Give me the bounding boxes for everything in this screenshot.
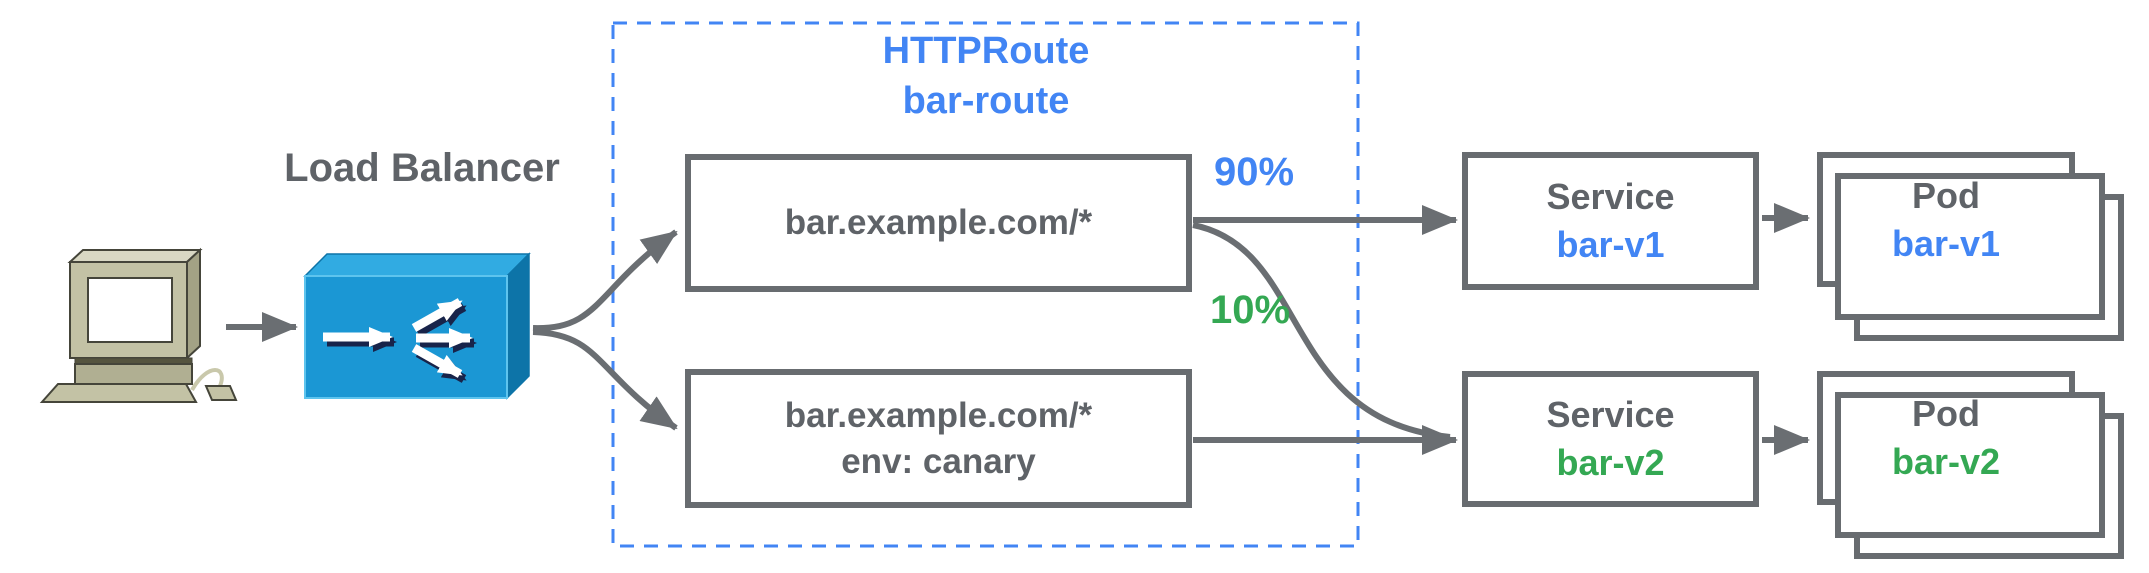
pod-1-name: bar-v1 [1891,222,2001,264]
pod-1-kind: Pod [1912,174,1980,216]
pod-bar-v1-stack: Pod bar-v1 [1817,152,2124,341]
service-1-kind: Service [1546,176,1675,217]
service-bar-v1-box: Service bar-v1 [1462,152,1759,290]
rule-2-header-match: env: canary [841,441,1036,481]
httproute-name: bar-route [902,80,1070,122]
service-1-name: bar-v1 [1556,224,1665,265]
pod-2-name: bar-v2 [1891,441,2001,482]
load-balancer-label: Load Balancer [284,146,560,190]
curve-rule1-to-service-v2-10pct [1192,222,1451,440]
rule-2-match: bar.example.com/* [784,395,1093,435]
arrow-loadbalancer-to-rule1 [532,229,678,332]
httproute-kind: HTTPRoute [882,30,1090,72]
desktop-computer-icon [39,247,238,403]
service-bar-v2-box: Service bar-v2 [1462,371,1759,507]
weight-label-10: 10% [1209,288,1291,332]
route-rule-box-2: bar.example.com/* env: canary [685,369,1192,508]
pod-bar-v2-stack: Pod bar-v2 [1817,371,2124,559]
pod-2-kind: Pod [1912,393,1980,434]
service-2-kind: Service [1546,394,1675,435]
rule-1-match: bar.example.com/* [784,203,1093,242]
service-2-name: bar-v2 [1556,442,1665,483]
load-balancer-icon [303,252,531,400]
route-rule-box-1: bar.example.com/* [685,154,1192,292]
httproute-title: HTTPRoute bar-route [612,26,1360,126]
load-balancer-fanout-arrows [323,298,473,378]
httproute-boundary-dashed-box [611,21,1360,548]
arrow-loadbalancer-to-rule2 [532,329,678,431]
weight-label-90: 90% [1213,150,1295,194]
